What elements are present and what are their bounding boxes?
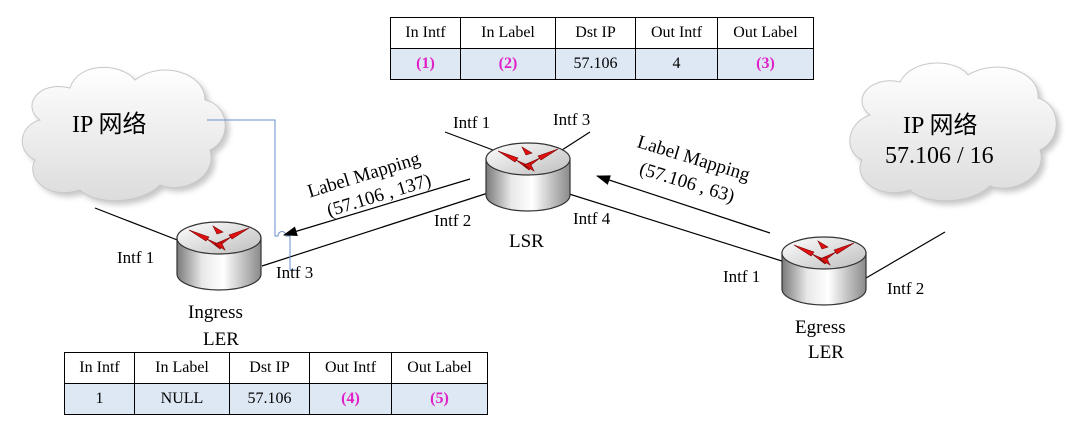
header-dst-ip: Dst IP xyxy=(229,352,310,384)
header-out-intf: Out Intf xyxy=(635,17,718,49)
link-lsr-intf3 xyxy=(561,131,591,151)
cloud-left-label: IP 网络 xyxy=(72,111,146,138)
links xyxy=(94,131,946,279)
egress-name-1: Egress xyxy=(795,317,846,338)
label-mapping-right: Label Mapping (57.106 , 63) xyxy=(635,132,753,208)
cell-out-label: (3) xyxy=(717,48,814,80)
header-in-intf: In Intf xyxy=(64,352,135,384)
cell-in-intf: 1 xyxy=(64,383,135,415)
link-ingress-lsr xyxy=(261,192,489,267)
egress-intf-1: Intf 1 xyxy=(723,267,760,286)
router-arrows-icon xyxy=(497,146,559,172)
label-mapping-left: Label Mapping (57.106 , 137) xyxy=(305,148,434,221)
router-ingress-ler xyxy=(176,221,262,291)
lsr-intf-4: Intf 4 xyxy=(573,209,611,228)
router-arrows-icon xyxy=(188,225,250,251)
ingress-forwarding-table: In Intf In Label Dst IP Out Intf Out Lab… xyxy=(64,352,488,415)
header-dst-ip: Dst IP xyxy=(555,17,636,49)
header-in-intf: In Intf xyxy=(390,17,461,49)
table-row: (1) (2) 57.106 4 (3) xyxy=(390,48,814,80)
lsr-intf-2: Intf 2 xyxy=(434,211,471,230)
cell-dst-ip: 57.106 xyxy=(555,48,636,80)
ip-network-cloud-right: IP 网络 57.106 / 16 xyxy=(849,62,1061,205)
lsr-intf-1: Intf 1 xyxy=(453,113,490,132)
link-egress-cloud-right xyxy=(865,231,946,279)
header-out-label: Out Label xyxy=(391,352,488,384)
table-header-row: In Intf In Label Dst IP Out Intf Out Lab… xyxy=(390,17,814,49)
egress-name-2: LER xyxy=(808,342,844,363)
header-in-label: In Label xyxy=(460,17,556,49)
lsr-intf-3: Intf 3 xyxy=(553,110,590,129)
ingress-name-1: Ingress xyxy=(188,302,243,323)
cell-in-label: NULL xyxy=(134,383,230,415)
cell-out-intf: 4 xyxy=(635,48,718,80)
cell-out-intf: (4) xyxy=(309,383,392,415)
header-out-intf: Out Intf xyxy=(309,352,392,384)
ip-network-cloud-left: IP 网络 xyxy=(21,67,230,205)
link-lsr-egress xyxy=(565,192,786,263)
ingress-intf-3: Intf 3 xyxy=(276,263,313,282)
router-lsr xyxy=(485,142,571,212)
cloud-right-label-1: IP 网络 xyxy=(903,112,977,139)
router-egress-ler xyxy=(781,236,867,306)
router-arrows-icon xyxy=(793,240,855,266)
cell-dst-ip: 57.106 xyxy=(229,383,310,415)
link-lsr-intf1 xyxy=(444,131,494,151)
cloud-right-label-2: 57.106 / 16 xyxy=(885,143,994,169)
ingress-name-2: LER xyxy=(203,329,239,350)
cell-in-label: (2) xyxy=(460,48,556,80)
header-in-label: In Label xyxy=(134,352,230,384)
lsr-name: LSR xyxy=(509,231,544,252)
label-mapping-arrow-left xyxy=(283,178,471,237)
label-mapping-arrows xyxy=(283,175,771,237)
ingress-intf-1: Intf 1 xyxy=(117,248,154,267)
label-mapping-arrow-right xyxy=(596,175,771,234)
header-out-label: Out Label xyxy=(717,17,814,49)
table-row: 1 NULL 57.106 (4) (5) xyxy=(64,383,488,415)
table-header-row: In Intf In Label Dst IP Out Intf Out Lab… xyxy=(64,352,488,384)
cell-out-label: (5) xyxy=(391,383,488,415)
egress-intf-2: Intf 2 xyxy=(887,279,924,298)
lsr-forwarding-table: In Intf In Label Dst IP Out Intf Out Lab… xyxy=(390,17,814,80)
cell-in-intf: (1) xyxy=(390,48,461,80)
link-cloud-left-ingress xyxy=(94,207,186,244)
